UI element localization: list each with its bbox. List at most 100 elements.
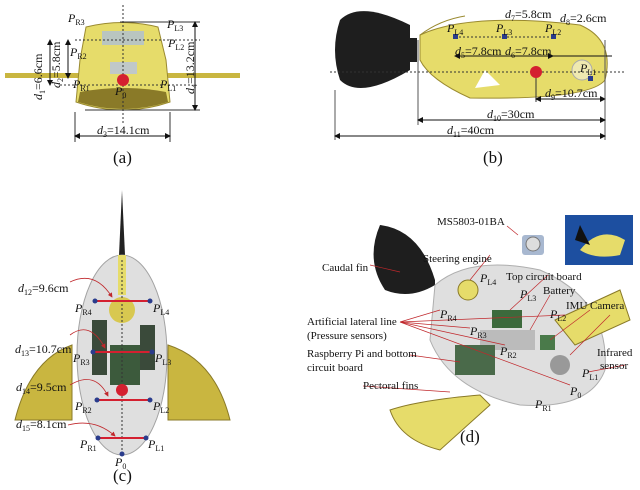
sensor-label-pl1: PL1 xyxy=(580,62,596,79)
label-subscript: L4 xyxy=(487,278,497,287)
label-subscript: L3 xyxy=(174,24,184,33)
label-symbol: P xyxy=(73,351,81,365)
label-subscript: 10 xyxy=(493,114,501,123)
label-symbol: P xyxy=(167,17,175,31)
label-symbol: d xyxy=(49,82,63,88)
dimension-label-d10: d10=30cm xyxy=(487,108,534,125)
caudal-fin-3d xyxy=(373,225,435,294)
label-symbol: P xyxy=(550,307,558,321)
sensor-label-pl3: PL3 xyxy=(155,352,171,369)
label-symbol: d xyxy=(447,123,453,137)
sensor-label-pl4: PL4 xyxy=(447,22,463,39)
sensor-label-pr2: PR2 xyxy=(75,400,92,417)
panel-c-top-view xyxy=(14,190,231,457)
right-pectoral-fin xyxy=(167,344,231,421)
sensor-label-pl2: PL2 xyxy=(153,400,169,417)
label-symbol: P xyxy=(148,437,156,451)
label-symbol: P xyxy=(68,11,76,25)
sensor-label-pr1: PR1 xyxy=(80,438,97,455)
label-symbol: d xyxy=(18,281,24,295)
label-symbol: P xyxy=(447,21,455,35)
callout-raspberry-pi-sub: circuit board xyxy=(307,362,363,374)
dimension-label-d1: d1=6.6cm xyxy=(31,53,49,100)
label-subscript: L2 xyxy=(557,314,567,323)
label-subscript: L1 xyxy=(589,373,599,382)
label-subscript: 13 xyxy=(21,349,29,358)
label-symbol: P xyxy=(115,84,123,98)
label-subscript: 0 xyxy=(122,462,127,471)
sensor-label-pr2: PR2 xyxy=(500,345,517,362)
label-symbol: d xyxy=(97,123,103,137)
dimension-label-d8: d8=2.6cm xyxy=(560,12,606,29)
callout-battery: Battery xyxy=(543,285,576,297)
label-symbol: P xyxy=(480,271,488,285)
callout-caudal-fin: Caudal fin xyxy=(322,262,369,274)
callout-ms5803: MS5803-01BA xyxy=(437,216,505,228)
dimension-label-d11: d11=40cm xyxy=(447,124,494,141)
label-symbol: P xyxy=(580,61,588,75)
label-subscript: 2 xyxy=(56,78,65,82)
panel-c-caption: (c) xyxy=(113,466,132,485)
sensor-label-pl3: PL3 xyxy=(496,22,512,39)
sensor-label-pr4: PR4 xyxy=(75,302,92,319)
label-symbol: P xyxy=(582,366,590,380)
label-symbol: d xyxy=(455,44,461,58)
sensor-label-pl4: PL4 xyxy=(480,272,496,289)
label-subscript: R3 xyxy=(75,18,85,27)
label-subscript: R1 xyxy=(80,84,90,93)
sensor-label-pr1: PR1 xyxy=(535,398,552,415)
label-subscript: L2 xyxy=(552,28,562,37)
label-symbol: d xyxy=(545,86,551,100)
label-symbol: P xyxy=(80,437,88,451)
sensor-label-pr2: PR2 xyxy=(70,46,87,63)
label-subscript: L3 xyxy=(527,294,537,303)
panel-b-side-view xyxy=(330,11,625,140)
sensor-label-p0: P0 xyxy=(570,385,581,402)
label-subscript: L3 xyxy=(503,28,513,37)
steering-engine xyxy=(457,279,479,301)
label-subscript: 7 xyxy=(511,14,515,23)
label-subscript: L3 xyxy=(162,358,172,367)
label-subscript: 3 xyxy=(103,130,107,139)
label-value: =7.8cm xyxy=(465,44,502,58)
label-symbol: P xyxy=(535,397,543,411)
label-symbol: P xyxy=(168,36,176,50)
label-subscript: R2 xyxy=(82,406,92,415)
label-symbol: P xyxy=(75,301,83,315)
dimension-label-d5: d5=7.8cm xyxy=(455,45,501,62)
panel-b-caption: (b) xyxy=(483,148,503,167)
dimension-label-d4: d4=13.2cm xyxy=(183,42,201,94)
left-pectoral-fin xyxy=(14,344,73,421)
label-subscript: L1 xyxy=(167,84,177,93)
sensor-label-p0: P0 xyxy=(115,456,126,473)
label-value: =10.7cm xyxy=(29,342,72,356)
callout-pectoral-fins: Pectoral fins xyxy=(363,380,419,392)
callout-lateral-line-sub: (Pressure sensors) xyxy=(307,330,387,342)
label-subscript: R4 xyxy=(82,308,92,317)
label-subscript: L1 xyxy=(587,68,597,77)
label-subscript: 14 xyxy=(22,387,30,396)
label-subscript: 9 xyxy=(551,93,555,102)
panel-a-front-view xyxy=(5,5,240,142)
panel-d-caption: (d) xyxy=(460,427,480,446)
dimension-label-d13: d13=10.7cm xyxy=(15,343,71,360)
label-symbol: P xyxy=(440,307,448,321)
label-value: =2.6cm xyxy=(570,11,607,25)
sensor-label-pl4: PL4 xyxy=(153,302,169,319)
label-subscript: L4 xyxy=(454,28,464,37)
label-value: =9.5cm xyxy=(30,380,67,394)
label-subscript: R3 xyxy=(80,358,90,367)
callout-top-board: Top circuit board xyxy=(506,271,582,283)
dimension-label-d9: d9=10.7cm xyxy=(545,87,597,104)
pectoral-fin-right xyxy=(554,289,631,346)
label-value: =6.6cm xyxy=(31,53,45,90)
label-value: =14.1cm xyxy=(107,123,150,137)
sensor-label-pr3: PR3 xyxy=(73,352,90,369)
label-symbol: P xyxy=(153,399,161,413)
label-symbol: d xyxy=(15,342,21,356)
label-subscript: 0 xyxy=(122,91,127,100)
label-symbol: d xyxy=(487,107,493,121)
dimension-label-d7: d7=5.8cm xyxy=(505,8,551,25)
dimension-label-d6: d6=7.8cm xyxy=(505,45,551,62)
